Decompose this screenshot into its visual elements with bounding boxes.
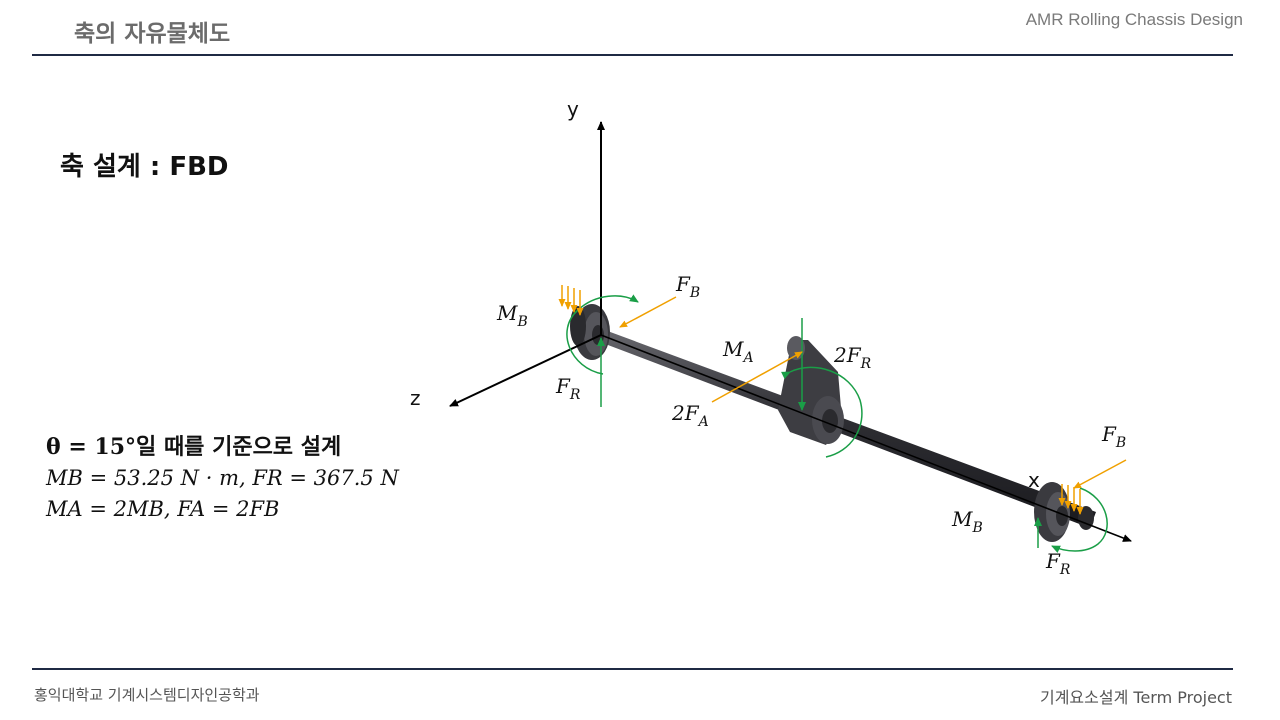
right-distributed-load [1058, 484, 1084, 515]
fb-left-arrow [619, 296, 677, 328]
label-fb-left: FB [675, 272, 700, 301]
condition-text: 일 때를 기준으로 설계 [136, 435, 342, 460]
fb-right-arrow [1073, 459, 1127, 489]
z-axis-label: z [410, 386, 421, 410]
y-axis-label: y [567, 97, 579, 121]
footer-course: 기계요소설계 Term Project [1039, 688, 1232, 707]
design-conditions: θ = 15°일 때를 기준으로 설계 MB = 53.25 N · m, FR… [46, 432, 399, 525]
condition-line-1: θ = 15°일 때를 기준으로 설계 [46, 432, 399, 463]
shaft [594, 326, 1096, 528]
label-fb-right: FB [1101, 422, 1126, 451]
label-2fr: 2FR [833, 343, 872, 372]
x-axis [600, 334, 1132, 542]
z-axis [449, 334, 602, 407]
section-title: 축 설계 : FBD [60, 152, 229, 182]
label-fr-left: FR [555, 374, 581, 403]
footer-department: 홍익대학교 기계시스템디자인공학과 [34, 686, 260, 704]
ma-arc [781, 366, 863, 458]
right-bearing [1034, 482, 1094, 542]
footer-divider [32, 668, 1233, 670]
slide-title: 축의 자유물체도 [74, 21, 231, 47]
2fa-arrow [711, 351, 803, 403]
label-mb-left: MB [496, 301, 528, 330]
condition-line-3: MA = 2MB, FA = 2FB [46, 497, 280, 521]
label-mb-right: MB [951, 507, 983, 536]
label-fr-right: FR [1045, 549, 1071, 578]
condition-line-2: MB = 53.25 N · m, FR = 367.5 N [46, 466, 399, 490]
header-divider [32, 54, 1233, 56]
header-subtitle: AMR Rolling Chassis Design [1025, 10, 1243, 29]
label-2fa: 2FA [671, 401, 709, 430]
label-ma: MA [722, 337, 754, 366]
theta-value: θ = 15° [46, 434, 137, 460]
center-bracket [778, 336, 844, 445]
left-distributed-load [558, 285, 584, 316]
x-axis-label: x [1028, 468, 1040, 492]
mb-right-arc [1051, 487, 1108, 553]
